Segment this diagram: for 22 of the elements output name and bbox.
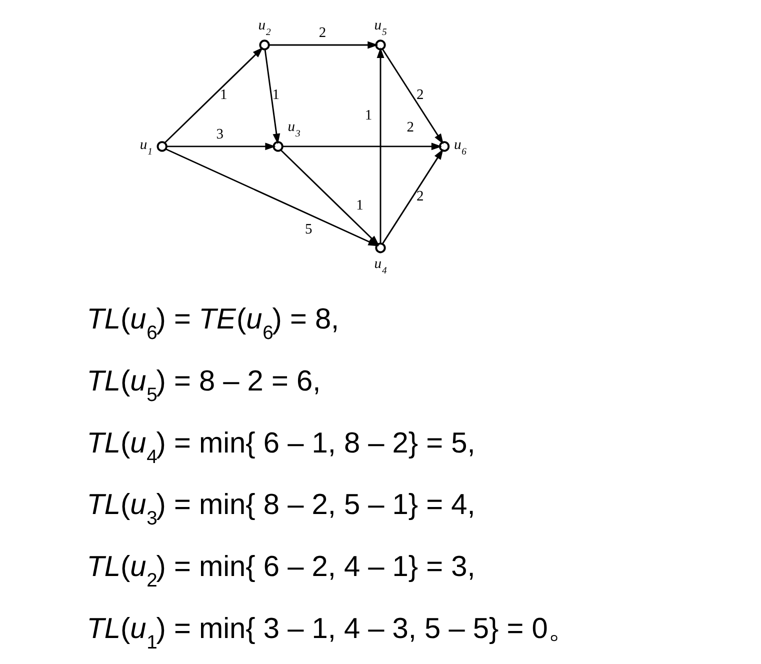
node-label: u$_{4}$ bbox=[374, 256, 387, 277]
label: TL(u$_{2}$) = min{ 6 – 2, 4 – 1} = 3, bbox=[86, 551, 476, 592]
label: TL(u$_{6}$) = TE(u$_{6}$) = 8, bbox=[86, 304, 340, 344]
node-label: u$_{2}$ bbox=[258, 18, 271, 38]
label: TL(u$_{3}$) = min{ 8 – 2, 5 – 1} = 4, bbox=[86, 489, 476, 530]
node-label: u$_{6}$ bbox=[454, 136, 467, 158]
edge-label: 3 bbox=[216, 126, 224, 143]
node-label: u$_{5}$ bbox=[374, 18, 387, 38]
edge-label: 1 bbox=[272, 87, 280, 104]
node-label: u$_{1}$ bbox=[140, 136, 152, 158]
edge-label: 2 bbox=[406, 119, 414, 136]
node-label: u$_{3}$ bbox=[288, 118, 300, 140]
edge-label: 2 bbox=[416, 188, 424, 205]
edge-label: 5 bbox=[305, 221, 312, 238]
label: TL(u$_{1}$) = min{ 3 – 1, 4 – 3, 5 – 5} = 0。 bbox=[86, 612, 577, 654]
edge-label: 1 bbox=[356, 197, 364, 214]
edge-label: 2 bbox=[318, 25, 326, 42]
edge-label: 1 bbox=[220, 87, 228, 104]
label: TL(u$_{5}$) = 8 – 2 = 6, bbox=[86, 365, 321, 406]
edge-label: 1 bbox=[364, 108, 372, 124]
edge-label: 2 bbox=[416, 87, 424, 104]
label: TL(u$_{4}$) = min{ 6 – 1, 8 – 2} = 5, bbox=[86, 427, 476, 468]
